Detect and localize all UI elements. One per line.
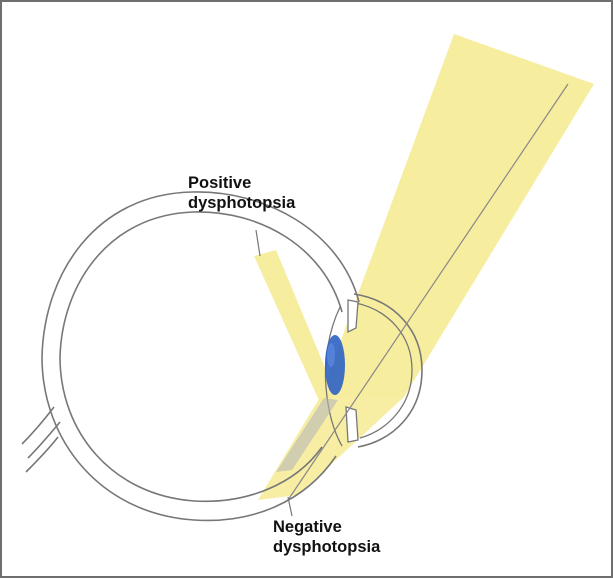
- iris-lower: [346, 407, 358, 442]
- negative-label-line1: Negative: [273, 517, 380, 537]
- intraocular-lens-highlight: [327, 343, 335, 367]
- positive-dysphotopsia-label: Positive dysphotopsia: [188, 173, 295, 213]
- positive-label-line2: dysphotopsia: [188, 193, 295, 213]
- negative-dysphotopsia-beam: [258, 397, 404, 500]
- negative-label-line2: dysphotopsia: [273, 537, 380, 557]
- intraocular-lens: [325, 335, 345, 395]
- optic-nerve: [22, 407, 60, 472]
- positive-label-line1: Positive: [188, 173, 295, 193]
- iris-upper: [348, 300, 358, 332]
- negative-dysphotopsia-label: Negative dysphotopsia: [273, 517, 380, 557]
- incident-light-beam: [320, 34, 594, 397]
- positive-pointer-line: [256, 230, 260, 256]
